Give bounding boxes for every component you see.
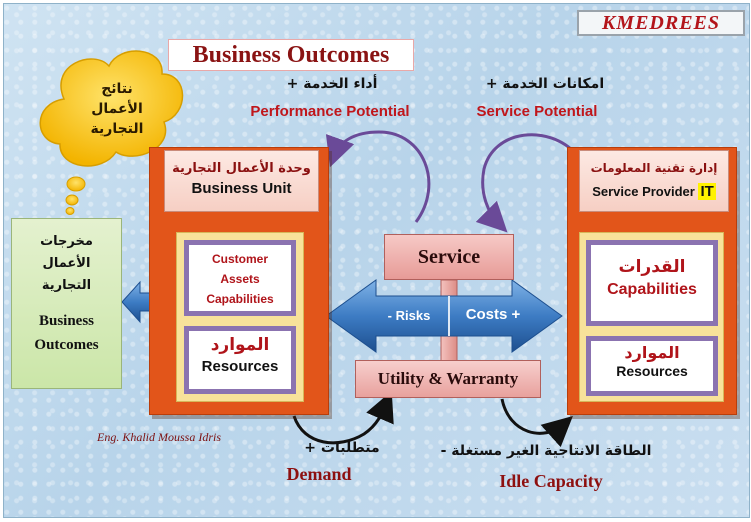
assets-line-2: Assets [220, 272, 260, 286]
assets-line-1: Customer [211, 252, 268, 266]
business-resources-ar: الموارد [210, 335, 270, 355]
provider-resources-ar: الموارد [624, 343, 680, 362]
demand-ar: متطلبات + [304, 440, 380, 456]
page-title: Business Outcomes [168, 39, 414, 71]
service-box: Service [384, 234, 514, 280]
demand-en: Demand [286, 464, 352, 484]
cloud-line-1: نتائج [101, 81, 133, 97]
business-resources-box: الموارد Resources [184, 326, 296, 394]
customer-assets-box: Customer Assets Capabilities [184, 240, 296, 316]
service-potential-curve-arrow [475, 133, 578, 233]
performance-curve-arrow [325, 130, 431, 223]
utility-warranty-box: Utility & Warranty [355, 360, 541, 398]
costs-label: Costs + [465, 306, 521, 323]
service-provider-header-ar: إدارة تقنية المعلومات [590, 161, 718, 175]
service-potential-ar: امكانات الخدمة + [485, 76, 605, 92]
performance-en: Performance Potential [250, 103, 410, 120]
business-unit-header: وحدة الأعمال التجارية Business Unit [164, 150, 319, 212]
performance-ar: أداء الخدمة + [286, 76, 378, 92]
brand-logo: KMEDREES [577, 10, 745, 36]
business-unit-header-en: Business Unit [191, 180, 292, 197]
outputs-ar: مخرجات الأعمال التجارية [40, 234, 93, 293]
idle-capacity-en: Idle Capacity [499, 471, 603, 491]
idle-capacity-ar: الطاقة الانتاجية الغير مستغلة - [440, 443, 652, 459]
risks-label: - Risks [387, 308, 431, 323]
it-badge: IT [698, 183, 716, 200]
idle-capacity-curve-arrow [500, 398, 573, 448]
diagram-canvas: KMEDREES Business Outcomes نتائج الأعمال… [3, 3, 750, 518]
assets-line-3: Capabilities [206, 292, 274, 306]
outputs-en: Business Outcomes [34, 313, 99, 353]
cloud-label: نتائج الأعمال التجارية [72, 79, 162, 139]
service-potential-en: Service Potential [476, 103, 598, 120]
capabilities-ar: القدرات [618, 257, 686, 277]
business-resources-en: Resources [201, 358, 279, 375]
business-outcomes-box: مخرجات الأعمال التجارية Business Outcome… [11, 218, 122, 389]
cloud-line-3: التجارية [90, 121, 144, 137]
capabilities-box: القدرات Capabilities [586, 240, 718, 326]
demand-curve-arrow [292, 390, 394, 445]
service-provider-header: إدارة تقنية المعلومات Service Provider I… [579, 150, 729, 212]
provider-resources-box: الموارد Resources [586, 336, 718, 396]
risks-costs-arrow-icon [325, 279, 563, 353]
business-unit-header-ar: وحدة الأعمال التجارية [172, 161, 311, 176]
cloud-line-2: الأعمال [91, 101, 143, 117]
author-credit: Eng. Khalid Moussa Idris [97, 430, 222, 444]
service-provider-header-en: Service Provider [592, 184, 695, 199]
provider-resources-en: Resources [616, 363, 688, 379]
thought-cloud-icon [39, 50, 184, 215]
capabilities-en: Capabilities [607, 281, 697, 298]
